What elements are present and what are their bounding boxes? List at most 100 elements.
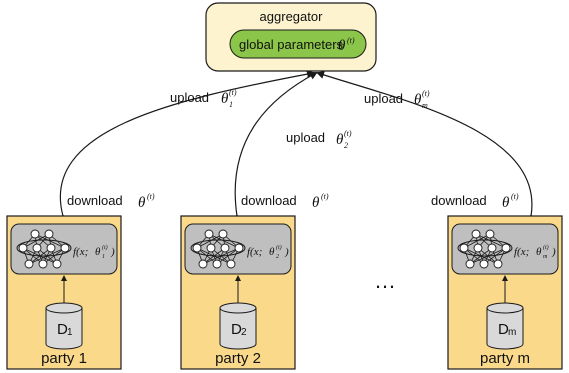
global-theta-symbol: θ bbox=[338, 38, 346, 54]
nn-neuron bbox=[226, 259, 236, 269]
upload-theta-sub-2: 2 bbox=[344, 141, 348, 150]
download-label-2: download θ (t) bbox=[241, 192, 329, 211]
nn-neuron bbox=[38, 259, 48, 269]
upload-text-1: upload bbox=[170, 90, 209, 105]
database-top bbox=[219, 302, 257, 314]
model-function-close: ) bbox=[551, 246, 556, 258]
upload-label-m: upload θ (t) m bbox=[364, 89, 430, 110]
upload-theta-sup-m: (t) bbox=[422, 89, 430, 98]
model-function-close: ) bbox=[110, 246, 115, 258]
dataset-subscript: 1 bbox=[67, 327, 73, 338]
nn-neuron bbox=[501, 243, 511, 253]
nn-neuron bbox=[32, 243, 42, 253]
model-function-theta-sup: (t) bbox=[276, 244, 282, 251]
model-function-theta: θ bbox=[536, 246, 542, 258]
upload-label-1: upload θ (t) 1 bbox=[170, 88, 237, 109]
model-function-theta-sub: 2 bbox=[276, 254, 279, 260]
upload-theta-sup-1: (t) bbox=[229, 88, 237, 97]
party-label: party 2 bbox=[215, 350, 261, 367]
model-function-theta: θ bbox=[269, 246, 275, 258]
download-label-m: download θ (t) bbox=[431, 192, 519, 211]
database-top bbox=[486, 302, 524, 314]
nn-neuron bbox=[30, 229, 40, 239]
nn-neuron bbox=[459, 243, 469, 253]
download-theta-1: θ bbox=[138, 195, 146, 211]
nn-neuron bbox=[487, 243, 497, 253]
nn-neuron bbox=[485, 229, 495, 239]
database-top bbox=[45, 302, 83, 314]
model-function-prefix: f(x; bbox=[514, 246, 529, 258]
download-label-1: download θ (t) bbox=[67, 192, 155, 211]
nn-neuron bbox=[60, 243, 70, 253]
model-function-prefix: f(x; bbox=[247, 246, 262, 258]
nn-neuron bbox=[24, 259, 34, 269]
nn-neuron bbox=[479, 259, 489, 269]
nn-neuron bbox=[204, 229, 214, 239]
nn-edge bbox=[463, 233, 491, 249]
database-icon bbox=[45, 308, 83, 350]
upload-theta-m: θ bbox=[414, 92, 422, 108]
neural-network-icon bbox=[190, 229, 246, 269]
model-function-theta-sub: m bbox=[543, 254, 548, 260]
link-party2 bbox=[233, 72, 318, 223]
nn-neuron bbox=[192, 243, 202, 253]
upload-label-2: upload θ (t) 2 bbox=[286, 129, 352, 150]
download-text-2: download bbox=[241, 193, 297, 208]
nn-neuron bbox=[52, 259, 62, 269]
nn-neuron bbox=[473, 243, 483, 253]
link-partym bbox=[316, 71, 534, 223]
nn-neuron bbox=[220, 243, 230, 253]
global-theta-sup: (t) bbox=[347, 36, 355, 45]
nn-neuron bbox=[471, 229, 481, 239]
nn-edge bbox=[22, 233, 50, 249]
upload-theta-2: θ bbox=[336, 132, 344, 148]
nn-ring bbox=[190, 239, 246, 257]
upload-theta-1: θ bbox=[221, 91, 229, 107]
nn-neuron bbox=[198, 259, 208, 269]
party-label: party m bbox=[480, 350, 530, 367]
nn-neuron bbox=[234, 243, 244, 253]
model-function-prefix: f(x; bbox=[73, 246, 88, 258]
download-text-1: download bbox=[67, 193, 123, 208]
nn-ring bbox=[16, 239, 72, 257]
nn-neuron bbox=[218, 229, 228, 239]
nn-neuron bbox=[493, 259, 503, 269]
aggregator-node: aggregator global parameters θ (t) bbox=[205, 2, 377, 72]
upload-theta-sub-1: 1 bbox=[229, 100, 233, 109]
neural-network-icon bbox=[16, 229, 72, 269]
model-function-theta-sup: (t) bbox=[102, 244, 108, 251]
dataset-subscript: 2 bbox=[241, 327, 247, 338]
nn-neuron bbox=[44, 229, 54, 239]
dataset-subscript: m bbox=[508, 327, 516, 338]
nn-neuron bbox=[206, 243, 216, 253]
nn-edge bbox=[216, 247, 240, 265]
model-function-close: ) bbox=[284, 246, 289, 258]
model-function-theta: θ bbox=[95, 246, 101, 258]
nn-ring bbox=[457, 239, 513, 257]
nn-neuron bbox=[46, 243, 56, 253]
neural-network-icon bbox=[457, 229, 513, 269]
nn-neuron bbox=[18, 243, 28, 253]
download-theta-sup-2: (t) bbox=[321, 192, 329, 201]
download-theta-sup-1: (t) bbox=[147, 192, 155, 201]
nn-neuron bbox=[212, 259, 222, 269]
party-label: party 1 bbox=[41, 350, 87, 367]
download-theta-m: θ bbox=[502, 195, 510, 211]
global-parameters-pill bbox=[229, 29, 367, 59]
upload-text-2: upload bbox=[286, 130, 325, 145]
database-icon bbox=[486, 308, 524, 350]
nn-edge bbox=[196, 233, 224, 249]
download-text-m: download bbox=[431, 193, 487, 208]
dataset-label: D bbox=[498, 321, 509, 338]
download-theta-sup-m: (t) bbox=[511, 192, 519, 201]
parties-ellipsis: … bbox=[374, 268, 396, 293]
upload-theta-sub-m: m bbox=[422, 101, 428, 110]
aggregator-title: aggregator bbox=[260, 9, 324, 24]
global-parameters-label: global parameters bbox=[239, 37, 344, 52]
nn-edge bbox=[42, 247, 66, 265]
download-theta-2: θ bbox=[312, 195, 320, 211]
